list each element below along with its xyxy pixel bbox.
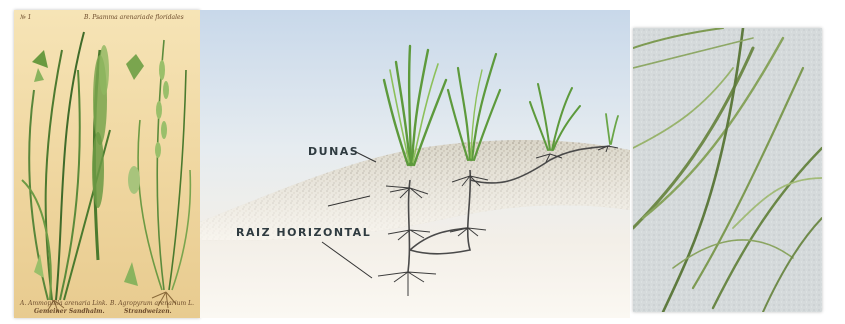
horizontal-root-label: RAIZ HORIZONTAL (236, 226, 371, 239)
plate-caption-left-sub: Gemeiner Sandhalm. (34, 308, 105, 315)
botanical-plate: № 1 B. Psamma arenaria de floridales (14, 10, 200, 318)
plate-caption-right: B. Agropyrum arenarium L. (110, 300, 194, 307)
dune-illustration (200, 10, 630, 318)
beach-grass-photo (633, 28, 822, 312)
grass-illustration (14, 10, 200, 318)
plate-caption-right-sub: Strandweizen. (124, 308, 172, 315)
dunes-label: DUNAS (308, 145, 359, 158)
photo-grass (633, 28, 822, 312)
dune-diagram: DUNAS RAIZ HORIZONTAL (200, 10, 630, 318)
plate-caption-left: A. Ammophila arenaria Link. (20, 300, 108, 307)
